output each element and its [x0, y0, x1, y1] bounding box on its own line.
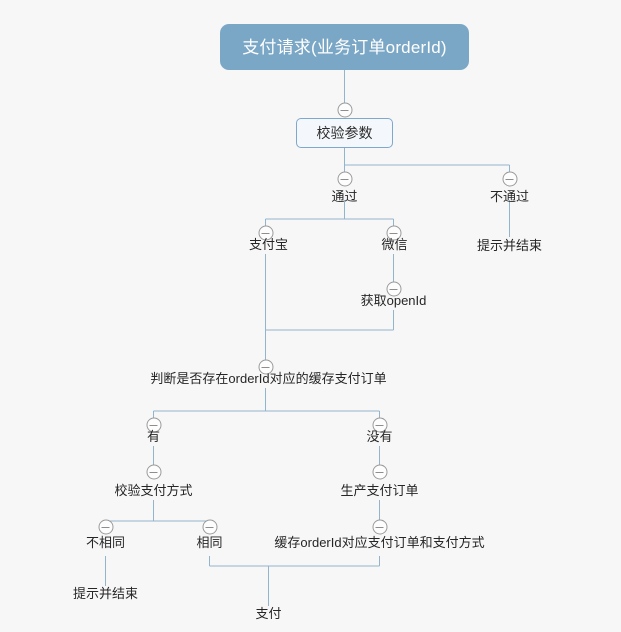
collapse-minus-icon-same[interactable] [202, 519, 217, 535]
collapse-minus-icon-get-openid[interactable] [386, 281, 401, 297]
node-alipay[interactable]: 支付宝 [248, 237, 289, 252]
collapse-minus-icon-wechat[interactable] [386, 225, 401, 241]
node-has-not[interactable]: 没有 [366, 429, 393, 444]
node-create-order[interactable]: 生产支付订单 [340, 483, 419, 498]
node-pass[interactable]: 通过 [331, 189, 358, 204]
node-check-cache[interactable]: 判断是否存在orderId对应的缓存支付订单 [150, 371, 387, 386]
node-root-payment-request[interactable]: 支付请求(业务订单orderId) [220, 24, 469, 70]
node-fail-end[interactable]: 提示并结束 [476, 238, 543, 253]
collapse-minus-icon-has[interactable] [146, 417, 161, 433]
node-verify-pay-method[interactable]: 校验支付方式 [114, 483, 193, 498]
node-has[interactable]: 有 [146, 429, 161, 444]
collapse-minus-icon-check-cache[interactable] [258, 359, 273, 375]
node-cache-order[interactable]: 缓存orderId对应支付订单和支付方式 [274, 535, 485, 550]
collapse-minus-icon-verify-pay-method[interactable] [146, 464, 161, 480]
collapse-minus-icon-fail[interactable] [502, 171, 517, 187]
node-wechat[interactable]: 微信 [381, 237, 408, 252]
collapse-minus-icon-validate-params[interactable] [337, 102, 352, 118]
collapse-minus-icon-alipay[interactable] [258, 225, 273, 241]
collapse-minus-icon-has-not[interactable] [372, 417, 387, 433]
node-not-same-end[interactable]: 提示并结束 [72, 586, 139, 601]
collapse-minus-icon-create-order[interactable] [372, 464, 387, 480]
node-fail[interactable]: 不通过 [489, 189, 530, 204]
node-pay[interactable]: 支付 [255, 606, 282, 621]
collapse-minus-icon-pass[interactable] [337, 171, 352, 187]
collapse-minus-icon-cache-order[interactable] [372, 519, 387, 535]
node-same[interactable]: 相同 [196, 535, 223, 550]
node-get-openid[interactable]: 获取openId [360, 293, 427, 308]
node-not-same[interactable]: 不相同 [85, 535, 126, 550]
collapse-minus-icon-not-same[interactable] [98, 519, 113, 535]
node-validate-params[interactable]: 校验参数 [296, 118, 393, 148]
